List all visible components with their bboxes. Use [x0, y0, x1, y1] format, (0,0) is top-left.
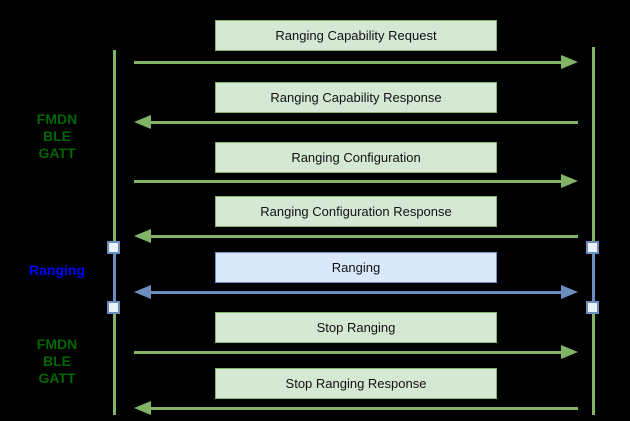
arrowhead-left — [134, 114, 151, 129]
arrow-shaft — [149, 406, 578, 410]
ranging-phase-segment-left — [113, 248, 116, 308]
activation-marker — [586, 241, 599, 254]
arrow-shaft — [149, 234, 578, 238]
arrow-ranging-capability-request — [134, 54, 578, 70]
arrow-shaft — [149, 120, 578, 124]
activation-marker — [586, 301, 599, 314]
arrowhead-right — [561, 284, 578, 299]
arrow-ranging-bidirectional — [134, 284, 578, 300]
arrow-shaft — [134, 60, 563, 64]
activation-marker — [107, 301, 120, 314]
lifeline-left — [113, 50, 116, 415]
phase-label-fmdn-ble-gatt-2: FMDN BLE GATT — [36, 336, 78, 386]
message-box-ranging-capability-response: Ranging Capability Response — [215, 82, 497, 113]
arrow-shaft — [134, 179, 563, 183]
arrow-shaft — [134, 350, 563, 354]
arrowhead-left — [134, 400, 151, 415]
activation-marker — [107, 241, 120, 254]
phase-label-fmdn-ble-gatt-1: FMDN BLE GATT — [36, 111, 78, 161]
lifeline-right — [592, 47, 595, 415]
arrow-stop-ranging-response — [134, 400, 578, 416]
phase-label-ranging: Ranging — [29, 262, 85, 278]
arrowhead-left — [134, 284, 151, 299]
arrowhead-right — [561, 173, 578, 188]
arrow-ranging-configuration — [134, 173, 578, 189]
message-box-ranging-configuration-response: Ranging Configuration Response — [215, 196, 497, 227]
ranging-phase-segment-right — [592, 248, 595, 308]
arrow-shaft — [149, 290, 563, 294]
arrowhead-left — [134, 228, 151, 243]
arrow-ranging-capability-response — [134, 114, 578, 130]
message-box-ranging-capability-request: Ranging Capability Request — [215, 20, 497, 51]
message-box-ranging-configuration: Ranging Configuration — [215, 142, 497, 173]
arrow-ranging-configuration-response — [134, 228, 578, 244]
message-box-ranging: Ranging — [215, 252, 497, 283]
arrowhead-right — [561, 344, 578, 359]
arrowhead-right — [561, 54, 578, 69]
message-box-stop-ranging-response: Stop Ranging Response — [215, 368, 497, 399]
arrow-stop-ranging — [134, 344, 578, 360]
message-box-stop-ranging: Stop Ranging — [215, 312, 497, 343]
